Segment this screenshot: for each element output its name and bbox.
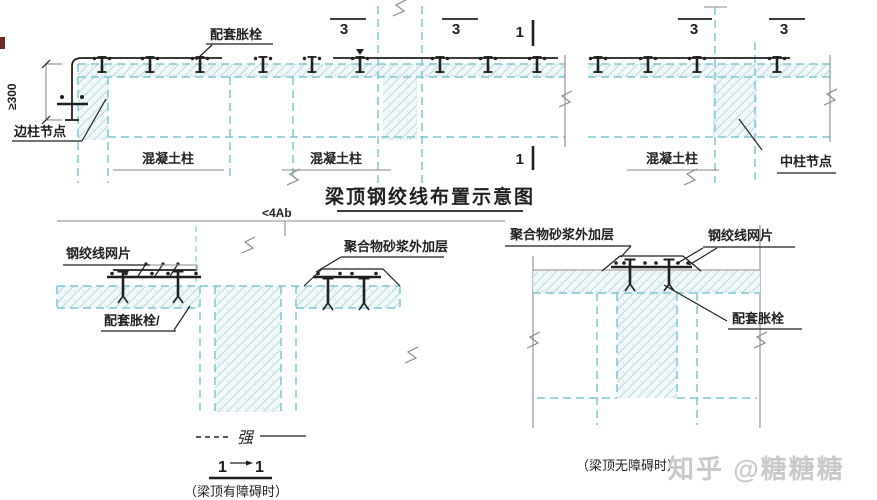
section-3-mark: 3 <box>340 21 348 38</box>
dimension-300: ≥300 <box>5 59 62 125</box>
watermark-text: 知乎 @糖糖糖 <box>668 454 845 484</box>
caption-clear: （梁顶无障碍时） <box>576 458 680 473</box>
concrete-hatch-areas <box>533 271 760 398</box>
bolt-label-top: 配套胀栓 <box>210 27 262 42</box>
mortar-cap-mesh <box>601 255 702 293</box>
concrete-outlines <box>533 292 760 425</box>
section-3-mark: 3 <box>780 21 788 38</box>
boundary-lines <box>286 0 838 186</box>
caption-blocked: （梁顶有障碍时） <box>184 484 288 499</box>
concrete-outlines <box>56 285 401 412</box>
dim-4ab-text: <4Ab <box>262 206 292 220</box>
section-1-mark-bottom: 1 <box>516 151 524 168</box>
top-elevation-view: 3 3 1 1 3 3 ≥300 配套胀栓 边柱节点 混凝土柱 <box>5 0 838 186</box>
mortar-layer-label: 聚合物砂浆外加层 <box>509 227 614 242</box>
mid-column-node-label: 中柱节点 <box>780 154 832 169</box>
edge-artifact <box>0 37 5 49</box>
strand-mesh-right <box>303 268 401 312</box>
strand-mesh-left <box>107 262 201 305</box>
title-text: 梁顶钢绞线布置示意图 <box>324 185 535 208</box>
marker-triangle <box>356 49 364 55</box>
section-number-left: 1 <box>218 459 227 476</box>
expansion-anchors <box>91 49 788 75</box>
concrete-column-label-2: 混凝土柱 <box>310 151 362 166</box>
section-view-blocked: <4Ab <box>56 206 505 499</box>
section-number-right: 1 <box>255 459 264 476</box>
concrete-column-label-3: 混凝土柱 <box>646 151 698 166</box>
section-view-clear: 聚合物砂浆外加层 钢绞线网片 配套胀栓 （梁顶无障碍时） <box>505 225 802 473</box>
drawing-title: 梁顶钢绞线布置示意图 <box>324 185 535 212</box>
concrete-hatch-areas <box>57 286 400 412</box>
concrete-hatch-areas <box>78 64 830 140</box>
concrete-outlines <box>77 6 830 183</box>
bolt-label: 配套胀栓/ <box>104 313 160 328</box>
note-strong: 强 <box>237 430 255 447</box>
bolt-label: 配套胀栓 <box>732 311 784 326</box>
section-name-group: 强 1 1 （梁顶有障碍时） <box>184 430 306 499</box>
section-markers: 3 3 1 1 3 3 <box>330 18 805 170</box>
dim-min300-text: ≥300 <box>5 83 19 110</box>
section-3-mark: 3 <box>690 21 698 38</box>
section-1-mark-top: 1 <box>516 24 524 41</box>
section-3-mark: 3 <box>452 21 460 38</box>
mesh-label: 钢绞线网片 <box>66 246 131 261</box>
concrete-column-label-1: 混凝土柱 <box>142 151 194 166</box>
edge-column-node-label: 边柱节点 <box>13 124 66 139</box>
mortar-layer-label: 聚合物砂浆外加层 <box>343 239 448 254</box>
mesh-label: 钢绞线网片 <box>708 228 773 243</box>
